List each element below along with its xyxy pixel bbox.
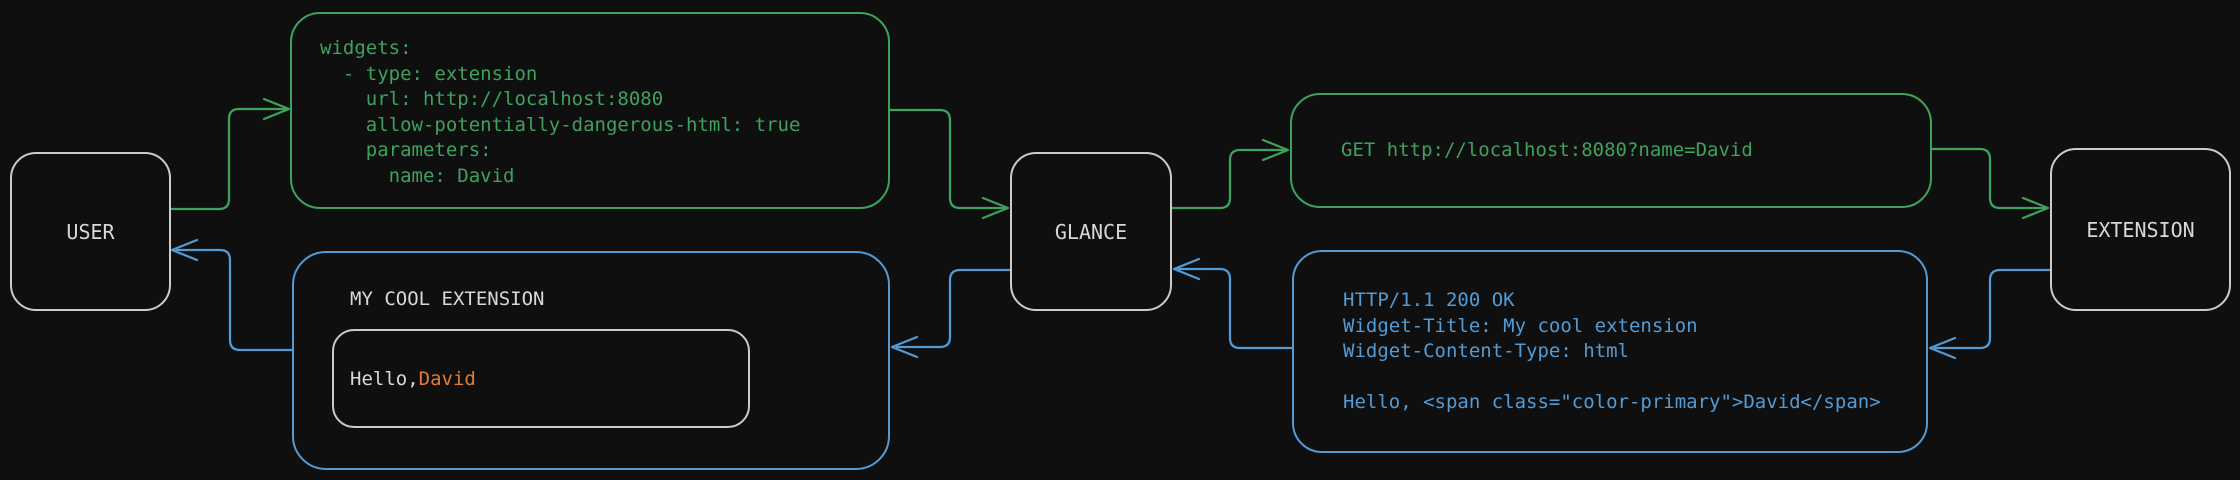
flow-extension-to-response-line (1933, 268, 2052, 350)
flow-glance-to-request-arrowhead (1261, 138, 1290, 162)
extension-node-label: EXTENSION (2086, 217, 2195, 242)
http-response-code: HTTP/1.1 200 OK Widget-Title: My cool ex… (1343, 289, 1881, 413)
widget-preview-box: MY COOL EXTENSION Hello, David (292, 251, 890, 470)
flow-widget-to-user-arrowhead (170, 238, 199, 262)
greeting-name: David (418, 367, 476, 390)
flow-config-to-glance-arrowhead (981, 196, 1010, 220)
flow-glance-to-widget-line (895, 268, 1012, 349)
flow-glance-to-widget-arrowhead (890, 335, 919, 359)
flow-config-to-glance-line (888, 108, 1007, 210)
widget-greeting-box: Hello, David (332, 329, 750, 428)
flow-request-to-extension-line (1930, 147, 2047, 210)
widget-preview-title: MY COOL EXTENSION (350, 288, 545, 310)
flow-response-to-glance-line (1177, 267, 1294, 350)
flow-response-to-glance-arrowhead (1172, 257, 1201, 281)
flow-glance-to-request-line (1170, 148, 1287, 210)
flow-extension-to-response-arrowhead (1928, 336, 1957, 360)
glance-node: GLANCE (1010, 152, 1172, 311)
http-request-box: GET http://localhost:8080?name=David (1290, 93, 1932, 208)
http-response-box: HTTP/1.1 200 OK Widget-Title: My cool ex… (1292, 250, 1928, 453)
flow-widget-to-user-line (175, 248, 294, 352)
user-node-label: USER (66, 219, 115, 244)
user-node: USER (10, 152, 171, 311)
config-yaml-box: widgets: - type: extension url: http://l… (290, 12, 890, 209)
glance-node-label: GLANCE (1054, 219, 1128, 244)
flow-user-to-config-arrowhead (262, 97, 291, 121)
extension-node: EXTENSION (2050, 148, 2231, 311)
http-request-code: GET http://localhost:8080?name=David (1341, 138, 1753, 161)
flow-request-to-extension-arrowhead (2021, 196, 2050, 220)
config-yaml-code: widgets: - type: extension url: http://l… (320, 37, 801, 187)
greeting-prefix: Hello, (350, 367, 419, 390)
flow-user-to-config-line (169, 107, 288, 211)
